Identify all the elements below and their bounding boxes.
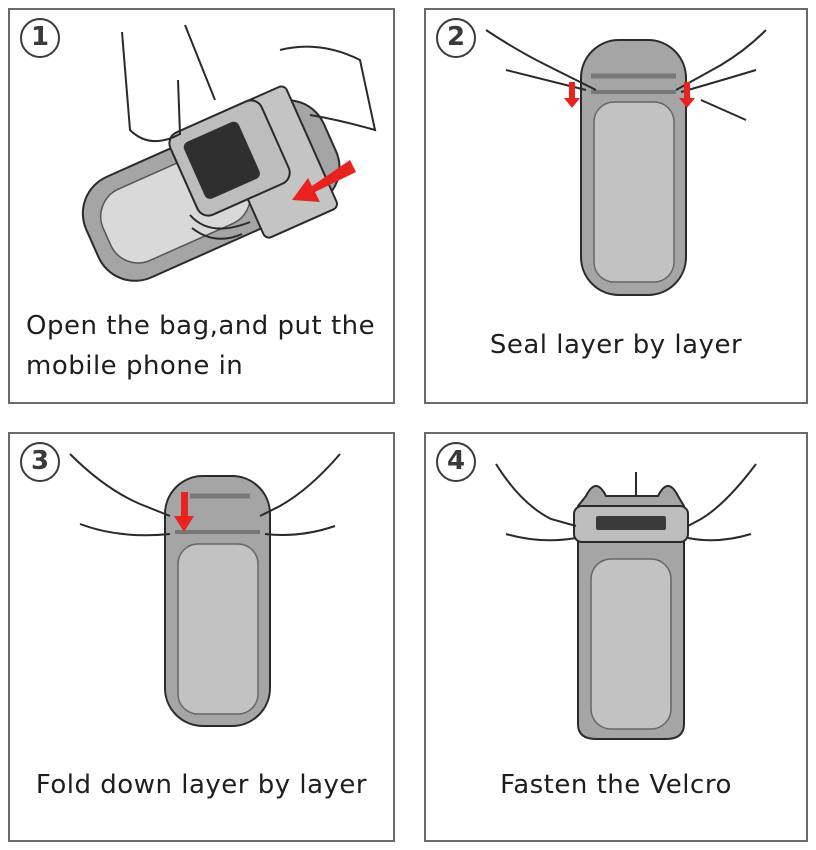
arrow-icon [679, 82, 695, 108]
mobile-phone-icon [168, 99, 291, 217]
step-1-illustration [81, 24, 377, 282]
step-2-panel: 2 Seal layer by layer [424, 8, 808, 404]
step-number: 1 [20, 18, 60, 58]
step-3-illustration [69, 453, 341, 727]
step-number: 2 [436, 18, 476, 58]
arrow-icon [174, 492, 194, 532]
step-2-illustration [485, 29, 767, 296]
step-4-panel: 4 Fasten the Velcro [424, 432, 808, 842]
arrow-icon [564, 82, 580, 108]
caption-line-2: mobile phone in [26, 351, 244, 381]
step-1-panel: 1 Open the bag,and put the mobile phone … [8, 8, 395, 404]
step-3-panel: 3 Fold down layer by layer [8, 432, 395, 842]
step-caption: Seal layer by layer [489, 330, 743, 360]
step-caption: Fold down layer by layer [35, 770, 368, 800]
step-number: 4 [436, 442, 476, 482]
caption-line-1: Open the bag,and put the [26, 311, 376, 341]
arrow-icon [292, 160, 356, 202]
hand-icon [121, 24, 377, 142]
waterproof-bag-icon [164, 475, 271, 727]
waterproof-bag-icon [580, 39, 687, 296]
step-caption: Open the bag,and put the mobile phone in [26, 306, 393, 386]
step-4-illustration [495, 463, 757, 740]
step-caption: Fasten the Velcro [500, 770, 732, 800]
step-number: 3 [20, 442, 60, 482]
hand-icon [485, 29, 767, 121]
hand-icon [69, 453, 341, 537]
waterproof-bag-icon [573, 485, 689, 740]
hand-icon [495, 463, 757, 542]
